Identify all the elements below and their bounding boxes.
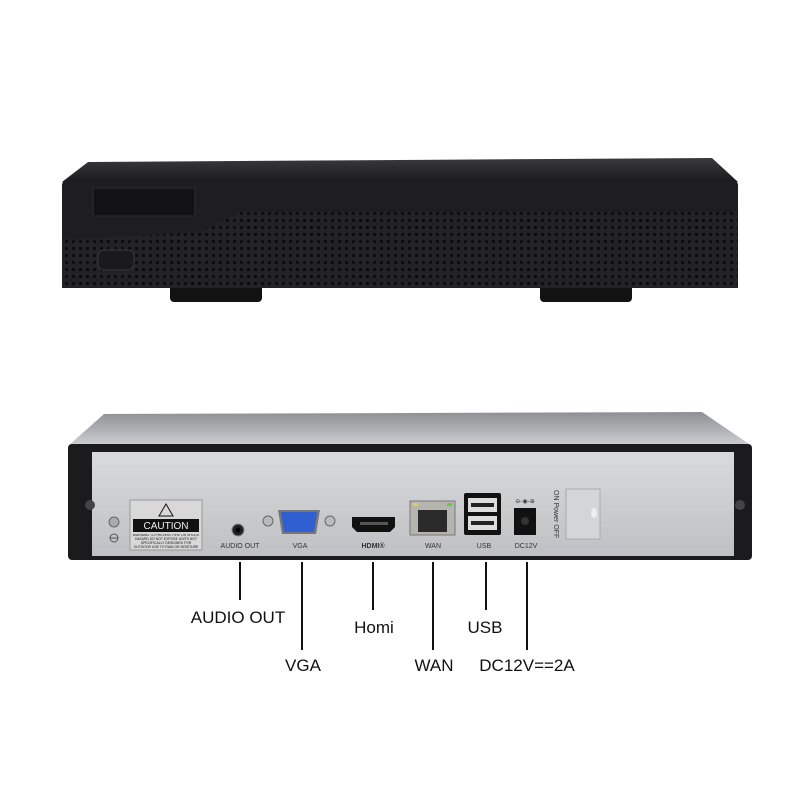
callout-hdmi: Homi xyxy=(354,618,394,637)
dc-port-label: DC12V xyxy=(515,543,538,550)
callout-wan: WAN xyxy=(414,656,453,675)
power-button[interactable] xyxy=(97,249,135,271)
audio-out-port[interactable]: AUDIO OUT xyxy=(221,523,261,550)
screw-left-icon xyxy=(85,500,95,510)
hdmi-port-label: HDMI® xyxy=(361,542,385,550)
back-top-face xyxy=(68,412,752,446)
display-window xyxy=(92,187,196,217)
audio-out-port-label: AUDIO OUT xyxy=(221,543,261,550)
wan-port-label: WAN xyxy=(425,543,441,550)
callout-vga: VGA xyxy=(285,656,322,675)
callouts xyxy=(239,562,528,650)
caution-fine-print: WARNING TO PREVENT FIRE OR SHOCK HAZARD … xyxy=(132,534,200,549)
ground-terminal-icon xyxy=(108,516,120,543)
hdmi-port[interactable]: HDMI® xyxy=(352,517,395,550)
callout-dc: DC12V==2A xyxy=(479,656,575,675)
callout-audio-out: AUDIO OUT xyxy=(191,608,285,627)
nvr-back-view: CAUTION WARNING TO PREVENT FIRE OR SHOCK… xyxy=(68,412,752,560)
power-switch[interactable]: ON Power OFF xyxy=(552,488,601,540)
screw-right-icon xyxy=(735,500,745,510)
usb-ports[interactable]: USB xyxy=(464,493,501,550)
dc-polarity-icon: ⊖-◉-⊕ xyxy=(515,498,535,505)
vga-port-label: VGA xyxy=(293,543,308,550)
front-mesh xyxy=(62,212,738,288)
caution-text: CAUTION xyxy=(144,521,189,532)
power-switch-label: ON Power OFF xyxy=(552,490,559,538)
nvr-front-view xyxy=(62,158,738,302)
caution-label: CAUTION WARNING TO PREVENT FIRE OR SHOCK… xyxy=(129,499,203,551)
callout-usb: USB xyxy=(468,618,503,637)
usb-port-label: USB xyxy=(477,543,492,550)
dc-power-jack[interactable]: ⊖-◉-⊕ DC12V xyxy=(514,498,538,550)
wan-port[interactable]: WAN xyxy=(409,500,456,550)
warning-icon xyxy=(158,503,174,517)
vga-port[interactable]: VGA xyxy=(262,510,336,550)
front-top-face xyxy=(62,158,738,182)
